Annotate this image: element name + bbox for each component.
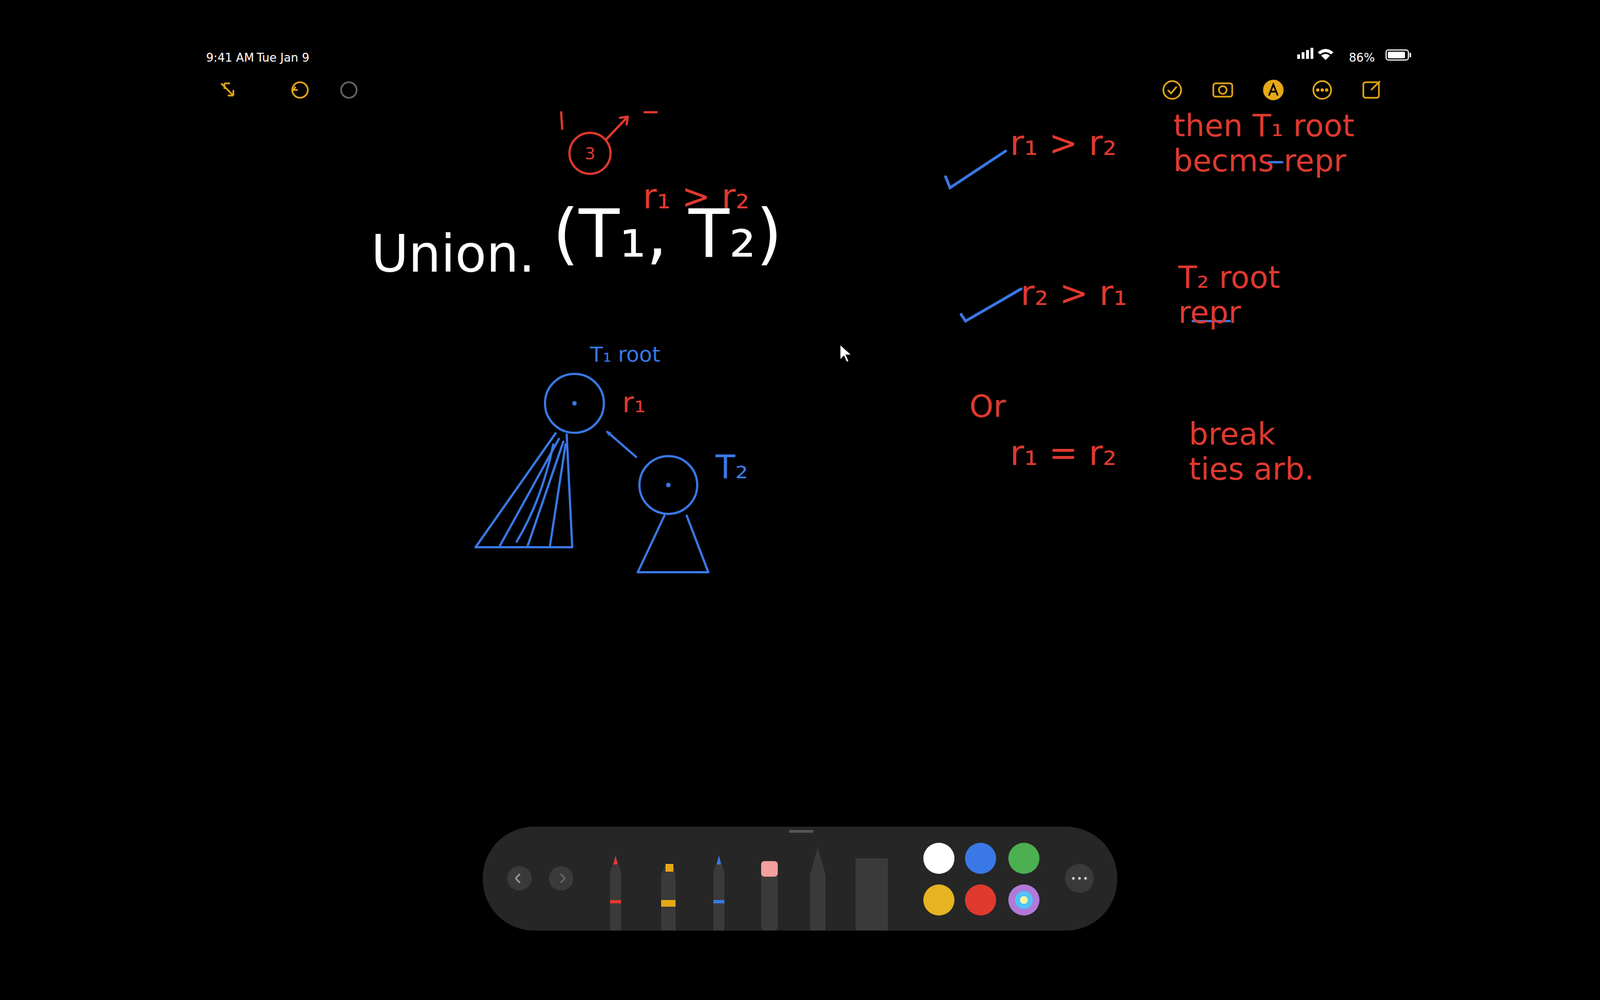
circle-outline <box>637 454 699 516</box>
case-condition: r₂ > r₁ <box>1020 273 1128 313</box>
center-dot <box>666 482 671 488</box>
status-battery: 86% <box>1348 51 1375 65</box>
node-label: 3 <box>567 131 613 176</box>
mouse-cursor <box>840 344 852 363</box>
case-condition: r₁ > r₂ <box>1010 123 1117 163</box>
circle-outline <box>639 456 698 514</box>
case-result: then T₁ root becms repr <box>1173 108 1413 179</box>
case-result: T₂ root repr <box>1178 260 1345 331</box>
circle-outline <box>543 372 606 435</box>
tree-link-arrow <box>607 431 637 457</box>
status-date: Tue Jan 9 <box>256 51 310 65</box>
checkmarks <box>945 151 1022 322</box>
tree-root-circle: T₁ rootr₁ <box>543 372 606 435</box>
operation-args: (T₁, T₂) <box>552 195 783 273</box>
toolbar-icons <box>221 80 1380 100</box>
case-condition: r₁ = r₂ <box>1010 433 1117 473</box>
tree-root-circle: T₂ <box>637 454 699 516</box>
node-label: T₂ <box>715 450 749 486</box>
red-strokes <box>561 112 657 139</box>
pen-palette <box>482 826 1118 931</box>
case-result: break ties arb. <box>1188 416 1334 488</box>
callout-circle: 3 <box>567 131 613 176</box>
node-label: T₁ root <box>590 343 661 367</box>
status-time: 9:41 AM <box>206 51 254 65</box>
center-dot <box>572 401 577 406</box>
operation-name: Union. <box>371 225 535 284</box>
tree-drawings <box>475 433 709 573</box>
circle-outline <box>545 373 604 433</box>
rank-label: r₁ <box>622 386 646 419</box>
case-connector: Or <box>969 388 1007 424</box>
